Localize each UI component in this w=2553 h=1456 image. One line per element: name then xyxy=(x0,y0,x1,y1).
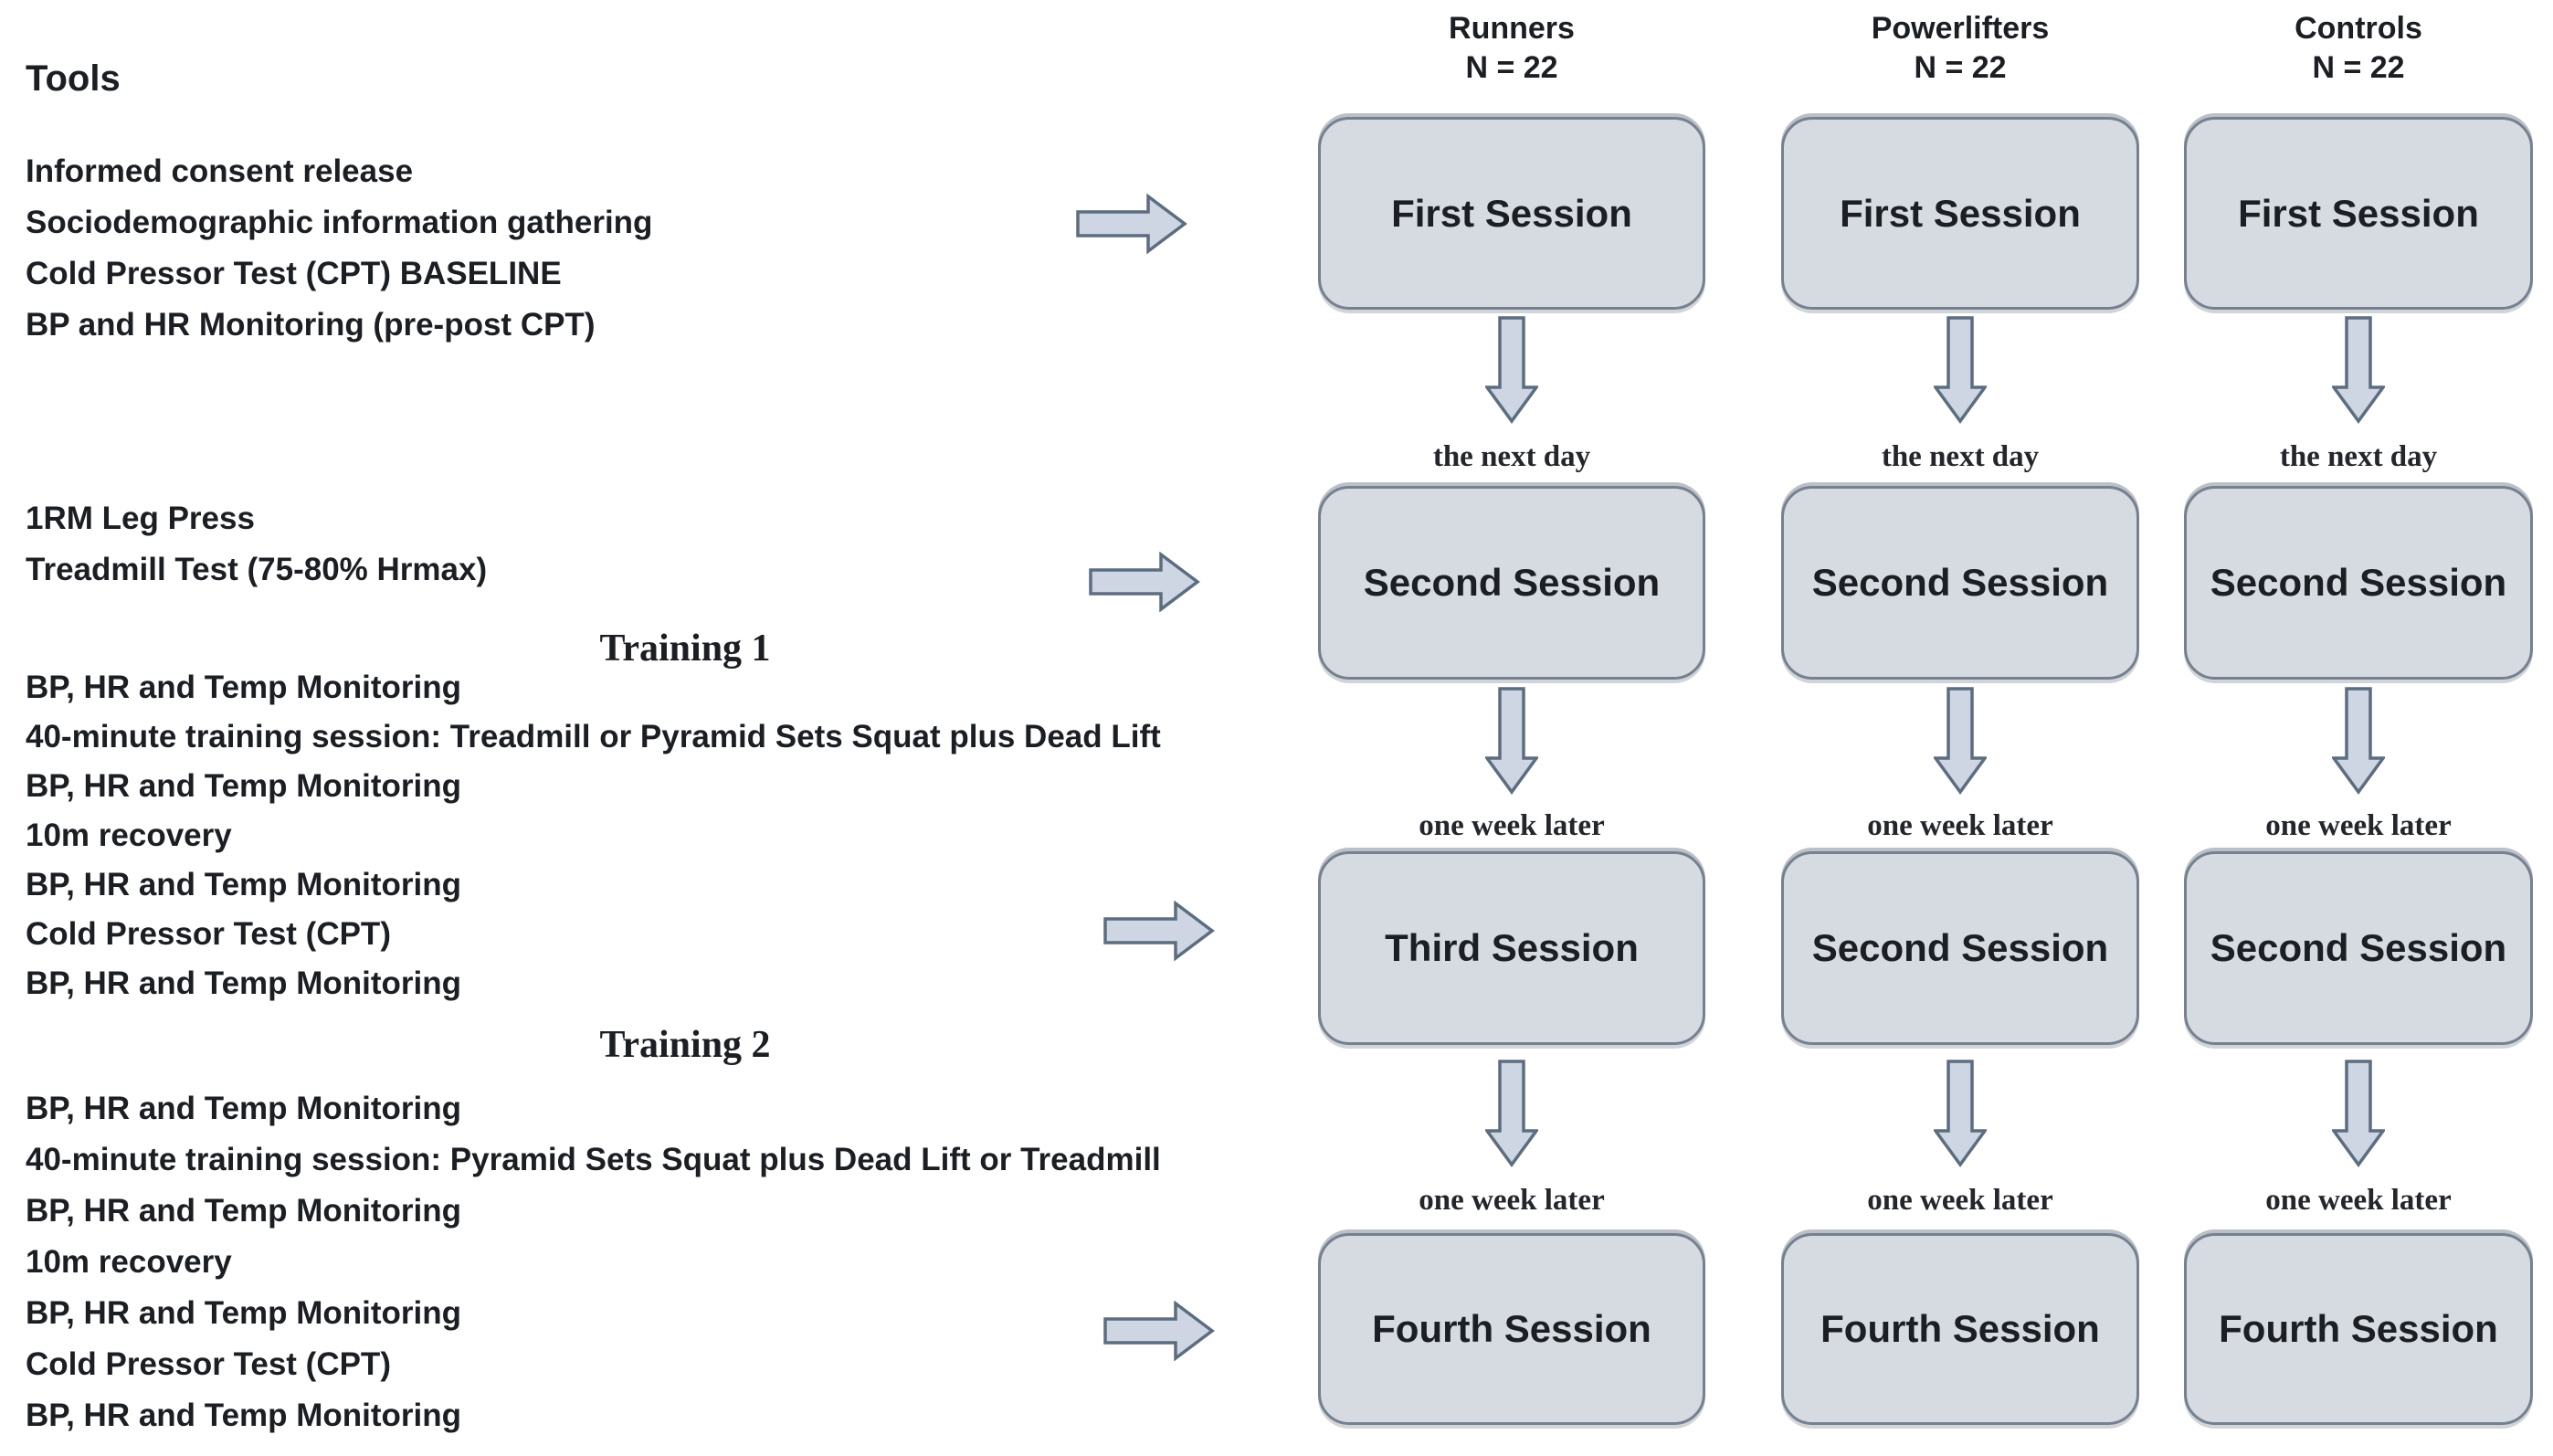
tool-item: 1RM Leg Press xyxy=(26,501,255,536)
tool-item: Informed consent release xyxy=(26,153,414,189)
session1-tools-list: Informed consent release Sociodemographi… xyxy=(26,146,652,351)
session-box: Fourth Session xyxy=(2184,1233,2533,1425)
interval-label: one week later xyxy=(1419,1184,1605,1217)
session-label: Fourth Session xyxy=(2219,1307,2498,1350)
interval-label: one week later xyxy=(2265,809,2452,842)
down-arrow-icon xyxy=(1934,316,1987,424)
tool-item: BP, HR and Temp Monitoring xyxy=(26,1295,462,1331)
tool-item: 10m recovery xyxy=(26,1244,232,1280)
tool-item: BP, HR and Temp Monitoring xyxy=(26,1398,462,1433)
group-column-runners: Runners N = 22 First Session the next da… xyxy=(1318,0,1705,1456)
tool-item: Cold Pressor Test (CPT) xyxy=(26,916,391,952)
tool-item: BP, HR and Temp Monitoring xyxy=(26,867,462,902)
training2-heading: Training 2 xyxy=(599,1024,771,1066)
tool-item: BP, HR and Temp Monitoring xyxy=(26,1091,462,1126)
tool-item: 40-minute training session: Pyramid Sets… xyxy=(26,1142,1161,1177)
session-label: Fourth Session xyxy=(1820,1307,2100,1350)
down-arrow-icon xyxy=(2332,687,2385,795)
session-box: Fourth Session xyxy=(1781,1233,2139,1425)
training1-heading: Training 1 xyxy=(599,628,771,670)
interval-label: the next day xyxy=(1881,440,2040,473)
session-label: Second Session xyxy=(2210,926,2507,969)
group-name: Controls xyxy=(2295,11,2422,46)
group-name: Powerlifters xyxy=(1871,11,2050,46)
right-arrow-icon xyxy=(1103,901,1215,961)
interval-label: the next day xyxy=(2279,440,2438,473)
session2-tools-list: 1RM Leg Press Treadmill Test (75-80% Hrm… xyxy=(26,493,487,596)
interval-label: one week later xyxy=(1867,809,2053,842)
interval-label: one week later xyxy=(1419,809,1605,842)
session-box: Second Session xyxy=(1781,486,2139,680)
group-size: N = 22 xyxy=(1465,50,1558,85)
tool-item: BP, HR and Temp Monitoring xyxy=(26,670,462,705)
session-box: First Session xyxy=(1318,117,1705,310)
group-name: Runners xyxy=(1449,11,1575,46)
training2-tools-list: BP, HR and Temp Monitoring 40-minute tra… xyxy=(26,1083,1161,1441)
tool-item: Cold Pressor Test (CPT) BASELINE xyxy=(26,256,562,291)
session-box: Second Session xyxy=(1318,486,1705,680)
down-arrow-icon xyxy=(1934,687,1987,795)
group-size: N = 22 xyxy=(1914,50,2007,85)
group-column-powerlifters: Powerlifters N = 22 First Session the ne… xyxy=(1781,0,2139,1456)
session-box: Second Session xyxy=(2184,851,2533,1045)
session-label: Second Session xyxy=(1363,561,1661,604)
session-box: Second Session xyxy=(1781,851,2139,1045)
right-arrow-icon xyxy=(1089,552,1200,612)
tool-item: Treadmill Test (75-80% Hrmax) xyxy=(26,552,488,587)
session-box: First Session xyxy=(2184,117,2533,310)
down-arrow-icon xyxy=(2332,1060,2385,1167)
interval-label: one week later xyxy=(2265,1184,2452,1217)
session-label: Third Session xyxy=(1385,926,1639,969)
session-box: Second Session xyxy=(2184,486,2533,680)
session-box: Fourth Session xyxy=(1318,1233,1705,1425)
group-size: N = 22 xyxy=(2312,50,2405,85)
interval-label: one week later xyxy=(1867,1184,2053,1217)
tool-item: BP, HR and Temp Monitoring xyxy=(26,965,462,1001)
session-label: Second Session xyxy=(1811,926,2109,969)
tool-item: BP, HR and Temp Monitoring xyxy=(26,1193,462,1229)
group-column-controls: Controls N = 22 First Session the next d… xyxy=(2184,0,2533,1456)
session-label: First Session xyxy=(1840,191,2081,235)
right-arrow-icon xyxy=(1103,1301,1215,1361)
tool-item: Cold Pressor Test (CPT) xyxy=(26,1346,391,1382)
group-header: Powerlifters N = 22 xyxy=(1754,9,2167,88)
training1-tools-list: BP, HR and Temp Monitoring 40-minute tra… xyxy=(26,663,1161,1008)
down-arrow-icon xyxy=(2332,316,2385,424)
down-arrow-icon xyxy=(1485,316,1538,424)
down-arrow-icon xyxy=(1485,1060,1538,1167)
tool-item: BP, HR and Temp Monitoring xyxy=(26,768,462,804)
session-label: Second Session xyxy=(2210,561,2507,604)
down-arrow-icon xyxy=(1485,687,1538,795)
group-header: Controls N = 22 xyxy=(2157,9,2553,88)
session-label: Second Session xyxy=(1811,561,2109,604)
tools-panel-heading: Tools xyxy=(26,58,121,99)
down-arrow-icon xyxy=(1934,1060,1987,1167)
session-box: First Session xyxy=(1781,117,2139,310)
session-label: First Session xyxy=(1391,191,1632,235)
tool-item: 10m recovery xyxy=(26,818,232,853)
session-label: Fourth Session xyxy=(1372,1307,1651,1350)
interval-label: the next day xyxy=(1432,440,1591,473)
group-header: Runners N = 22 xyxy=(1291,9,1733,88)
session-box: Third Session xyxy=(1318,851,1705,1045)
tool-item: 40-minute training session: Treadmill or… xyxy=(26,719,1161,754)
session-label: First Session xyxy=(2238,191,2479,235)
right-arrow-icon xyxy=(1076,194,1187,254)
tool-item: Sociodemographic information gathering xyxy=(26,205,653,240)
tool-item: BP and HR Monitoring (pre-post CPT) xyxy=(26,307,596,343)
